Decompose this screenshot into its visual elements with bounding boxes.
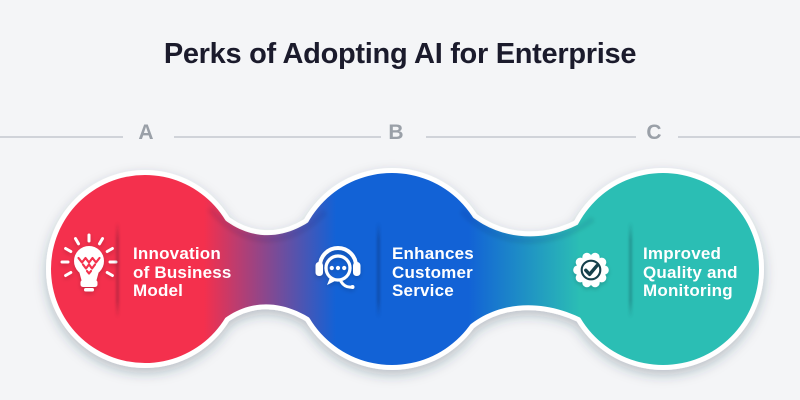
blob-b-line-2: Customer: [392, 262, 473, 282]
icon-text-divider: [116, 222, 119, 318]
page-title: Perks of Adopting AI for Enterprise: [163, 38, 637, 70]
axis-line-segment: [426, 136, 636, 138]
lightbulb-rays: [60, 233, 118, 277]
lightbulb-idea-icon: [60, 233, 118, 292]
blob-a-line-2: of Business: [133, 262, 232, 282]
step-label-a: A: [138, 121, 154, 144]
neck-a-b-inner-shadow: [208, 207, 327, 242]
step-label-c: C: [646, 121, 662, 144]
blob-c-line-2: Quality and: [643, 262, 738, 282]
axis-line-segment: [174, 136, 381, 138]
neck-b-c-inner-shadow: [460, 209, 595, 244]
blob-b-circle: [296, 173, 488, 365]
blob-c-line-1: Improved: [643, 244, 722, 263]
blob-c-text: Improved Quality and Monitoring: [643, 244, 738, 301]
lightbulb-filament: [77, 256, 101, 275]
icon-text-divider: [629, 222, 632, 318]
blob-chain-fill: [51, 173, 759, 365]
blob-a-circle: [51, 175, 239, 363]
quality-badge-check-icon: [573, 252, 609, 288]
axis-line-segment: [678, 136, 800, 138]
axis-line-segment: [0, 136, 123, 138]
headset-chat-icon: [315, 246, 361, 289]
step-label-b: B: [388, 121, 404, 144]
blob-a-line-3: Model: [133, 281, 184, 300]
blob-c-circle: [567, 173, 759, 365]
blob-c-line-3: Monitoring: [643, 281, 733, 300]
neck-a-b: [208, 204, 327, 334]
blob-b-line-3: Service: [392, 281, 454, 300]
blob-a-text: Innovation of Business Model: [133, 244, 232, 301]
blob-a-line-1: Innovation: [133, 244, 221, 263]
blob-b-line-1: Enhances: [392, 244, 474, 263]
blob-b-text: Enhances Customer Service: [392, 244, 474, 301]
icon-text-divider: [377, 222, 380, 318]
